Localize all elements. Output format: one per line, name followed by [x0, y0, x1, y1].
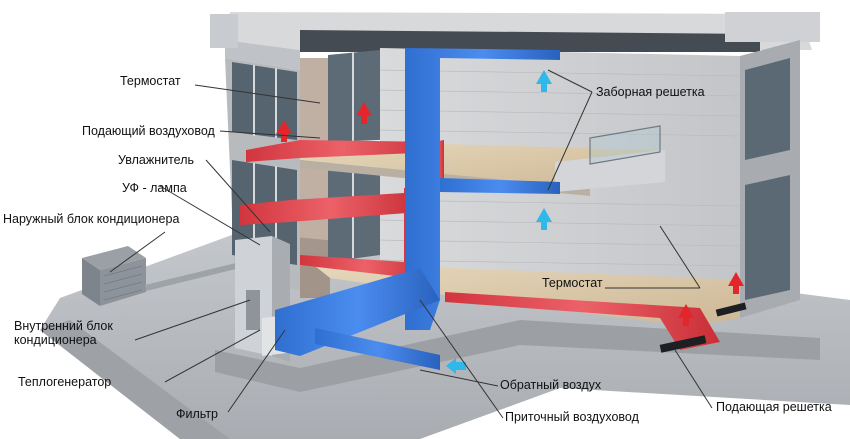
return-ducts: [275, 48, 560, 370]
balcony-railing: [589, 125, 661, 165]
leader-lines: [109, 69, 713, 419]
supply-duct-label: Подающий воздуховод: [82, 124, 215, 138]
foundation: [215, 320, 820, 392]
intake-grille-label: Заборная решетка: [596, 85, 705, 99]
return-air-label: Обратный воздух: [500, 378, 602, 392]
outdoor-unit-label: Наружный блок кондиционера: [3, 212, 180, 226]
outdoor-unit-graphic: [82, 246, 240, 306]
supply-main-duct-label: Приточный воздуховод: [505, 410, 639, 424]
thermostat-label-right: Термостат: [542, 276, 603, 290]
indoor-unit-label: Внутренний блок кондиционера: [14, 319, 113, 347]
thermostat-label-top: Термостат: [120, 74, 181, 88]
return-arrows: [446, 70, 552, 374]
uv-lamp-label: УФ - лампа: [122, 181, 187, 195]
heat-generator-label: Теплогенератор: [18, 375, 112, 389]
humidifier-label: Увлажнитель: [118, 153, 195, 167]
supply-grille-label: Подающая решетка: [716, 400, 832, 414]
supply-arrows: [276, 102, 744, 326]
roof: [210, 12, 820, 70]
filter-label: Фильтр: [176, 407, 218, 421]
